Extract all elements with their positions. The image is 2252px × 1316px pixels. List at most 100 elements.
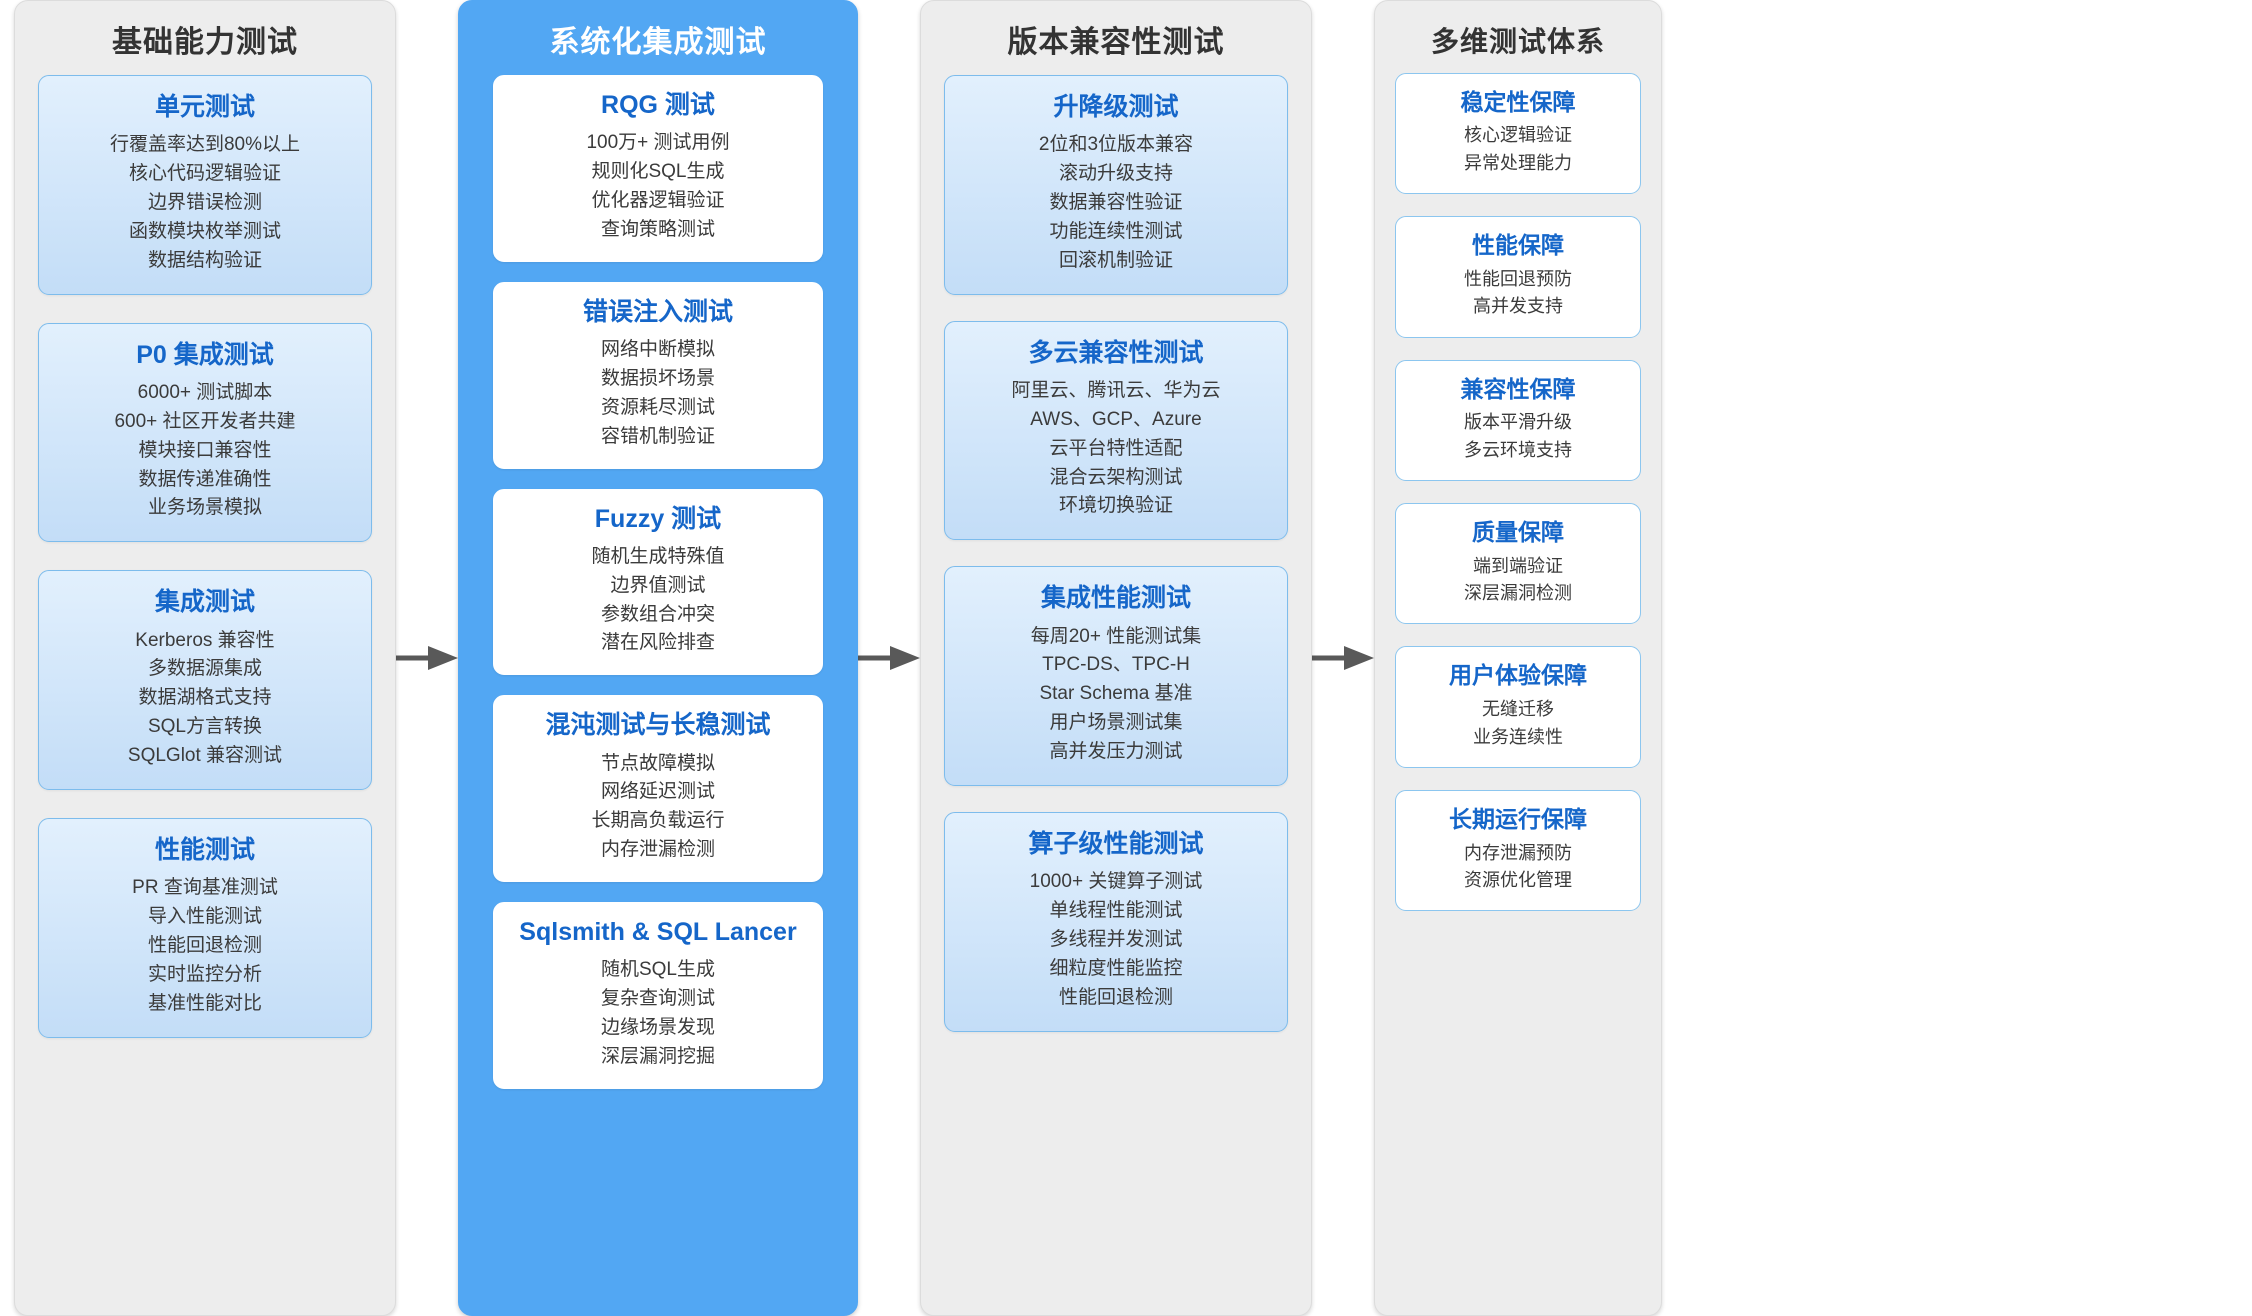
card-title: 性能保障 [1471, 232, 1564, 259]
left-spacer [0, 0, 14, 1316]
card-title: RQG 测试 [601, 91, 715, 119]
card-detail-line: 数据结构验证 [147, 249, 262, 271]
test-card[interactable]: 兼容性保障版本平滑升级多云环境支持 [1395, 359, 1641, 481]
card-detail-line: 边缘场景发现 [600, 1017, 715, 1038]
card-title: 兼容性保障 [1460, 375, 1576, 402]
card-detail-line: 性能回退预防 [1463, 268, 1572, 289]
test-card[interactable]: 算子级性能测试 1000+ 关键算子测试单线程性能测试多线程并发测试细粒度性能监控… [944, 811, 1288, 1032]
test-card[interactable]: 性能保障性能回退预防高并发支持 [1395, 216, 1641, 338]
card-list: 升降级测试 2位和3位版本兼容滚动升级支持数据兼容性验证功能连续性测试回滚机制验证… [921, 75, 1311, 1297]
card-detail-line: 节点故障模拟 [600, 752, 715, 774]
card-detail-line: 版本平滑升级 [1463, 412, 1572, 433]
card-title: 升降级测试 [1053, 93, 1179, 121]
card-list: 单元测试行覆盖率达到80%以上核心代码逻辑验证边界错误检测函数模块枚举测试数据结… [15, 75, 395, 1297]
card-detail-line: 随机SQL生成 [600, 959, 715, 981]
card-detail-list: 1000+ 关键算子测试单线程性能测试多线程并发测试细粒度性能监控性能回退检测 [955, 868, 1276, 1012]
test-card[interactable]: Fuzzy 测试随机生成特殊值边界值测试参数组合冲突潜在风险排查 [492, 488, 824, 676]
panel-column-1: 基础能力测试单元测试行覆盖率达到80%以上核心代码逻辑验证边界错误检测函数模块枚… [14, 0, 396, 1316]
test-card[interactable]: 单元测试行覆盖率达到80%以上核心代码逻辑验证边界错误检测函数模块枚举测试数据结… [37, 75, 373, 295]
card-title: 混沌测试与长稳测试 [545, 711, 771, 740]
card-detail-line: AWS、GCP、Azure [1030, 408, 1202, 430]
card-detail-line: 网络延迟测试 [600, 781, 715, 803]
test-card[interactable]: 质量保障端到端验证深层漏洞检测 [1395, 503, 1641, 625]
card-detail-line: 6000+ 测试脚本 [137, 381, 273, 403]
card-detail-line: 环境切换验证 [1058, 495, 1173, 517]
card-detail-line: 性能回退检测 [1058, 986, 1173, 1008]
card-detail-list: PR 查询基准测试导入性能测试性能回退检测实时监控分析基准性能对比 [49, 874, 361, 1018]
card-detail-list: 端到端验证深层漏洞检测 [1404, 553, 1632, 608]
card-detail-line: 细粒度性能监控 [1049, 957, 1183, 979]
card-detail-line: 多线程并发测试 [1049, 928, 1183, 950]
card-detail-list: 2位和3位版本兼容滚动升级支持数据兼容性验证功能连续性测试回滚机制验证 [955, 131, 1276, 275]
test-card[interactable]: 稳定性保障核心逻辑验证异常处理能力 [1395, 72, 1641, 195]
card-detail-line: 深层漏洞检测 [1463, 583, 1572, 604]
panel-column-4: 多维测试体系稳定性保障核心逻辑验证异常处理能力性能保障性能回退预防高并发支持兼容… [1374, 0, 1662, 1316]
card-detail-line: 基准性能对比 [147, 992, 262, 1014]
test-card[interactable]: 长期运行保障内存泄漏预防资源优化管理 [1395, 789, 1641, 912]
card-detail-list: 随机生成特殊值边界值测试参数组合冲突潜在风险排查 [502, 543, 815, 659]
card-detail-line: 深层漏洞挖掘 [600, 1045, 715, 1067]
card-detail-line: SQLGlot 兼容测试 [127, 745, 283, 766]
card-detail-line: 参数组合冲突 [600, 603, 715, 625]
card-title: Fuzzy 测试 [594, 504, 722, 533]
card-title: 算子级性能测试 [1028, 829, 1204, 858]
card-detail-line: 1000+ 关键算子测试 [1029, 871, 1203, 893]
card-detail-line: 规则化SQL生成 [591, 161, 725, 183]
card-detail-line: 内存泄漏预防 [1463, 842, 1572, 863]
card-detail-line: 行覆盖率达到80%以上 [109, 134, 300, 156]
card-detail-line: 阿里云、腾讯云、华为云 [1011, 379, 1221, 401]
test-card[interactable]: 升降级测试 2位和3位版本兼容滚动升级支持数据兼容性验证功能连续性测试回滚机制验证 [944, 75, 1288, 295]
card-detail-line: 多云环境支持 [1463, 439, 1572, 460]
test-card[interactable]: 错误注入测试网络中断模拟数据损坏场景资源耗尽测试容错机制验证 [492, 281, 824, 469]
card-detail-list: 随机SQL生成复杂查询测试边缘场景发现深层漏洞挖掘 [502, 956, 815, 1072]
card-detail-line: 数据兼容性验证 [1049, 192, 1183, 213]
card-detail-line: 多数据源集成 [147, 658, 262, 680]
card-detail-line: 异常处理能力 [1463, 152, 1572, 173]
card-detail-line: 功能连续性测试 [1049, 220, 1183, 242]
card-title: 质量保障 [1471, 519, 1564, 545]
card-detail-line: TPC-DS、TPC-H [1042, 654, 1190, 676]
card-detail-line: 函数模块枚举测试 [128, 220, 281, 242]
card-detail-list: 阿里云、腾讯云、华为云 AWS、GCP、Azure 云平台特性适配混合云架构测试环境… [955, 377, 1276, 521]
card-detail-line: 潜在风险排查 [600, 632, 715, 654]
card-detail-line: 优化器逻辑验证 [591, 190, 725, 211]
card-detail-line: 端到端验证 [1472, 555, 1563, 576]
card-detail-line: 边界值测试 [610, 574, 706, 596]
card-detail-line: 混合云架构测试 [1049, 466, 1183, 488]
card-detail-line: 核心逻辑验证 [1463, 125, 1572, 146]
card-detail-list: 核心逻辑验证异常处理能力 [1404, 122, 1632, 177]
card-detail-line: 每周20+ 性能测试集 [1030, 625, 1202, 647]
card-detail-line: 云平台特性适配 [1049, 437, 1183, 459]
test-card[interactable]: 混沌测试与长稳测试节点故障模拟网络延迟测试长期高负载运行内存泄漏检测 [492, 695, 824, 882]
right-spacer [1662, 0, 1676, 1316]
card-detail-line: 数据传递准确性 [138, 468, 272, 490]
card-detail-line: 600+ 社区开发者共建 [114, 410, 296, 432]
card-detail-line: 资源耗尽测试 [600, 396, 715, 418]
card-detail-line: 数据损坏场景 [600, 367, 715, 389]
arrow-col2-to-col3 [858, 638, 920, 678]
card-title: 集成测试 [154, 588, 255, 617]
test-card[interactable]: 用户体验保障无缝迁移业务连续性 [1395, 646, 1641, 768]
panel-title: 系统化集成测试 [549, 26, 767, 59]
panel-title: 版本兼容性测试 [1007, 26, 1225, 59]
card-title: 用户体验保障 [1448, 662, 1587, 689]
card-detail-list: 性能回退预防高并发支持 [1404, 266, 1632, 321]
card-detail-line: 查询策略测试 [600, 218, 715, 240]
card-detail-line: 容错机制验证 [600, 425, 715, 447]
panel-column-3: 版本兼容性测试升降级测试 2位和3位版本兼容滚动升级支持数据兼容性验证功能连续性测… [920, 0, 1312, 1316]
card-detail-line: 核心代码逻辑验证 [128, 163, 281, 185]
card-title: 错误注入测试 [582, 297, 733, 326]
